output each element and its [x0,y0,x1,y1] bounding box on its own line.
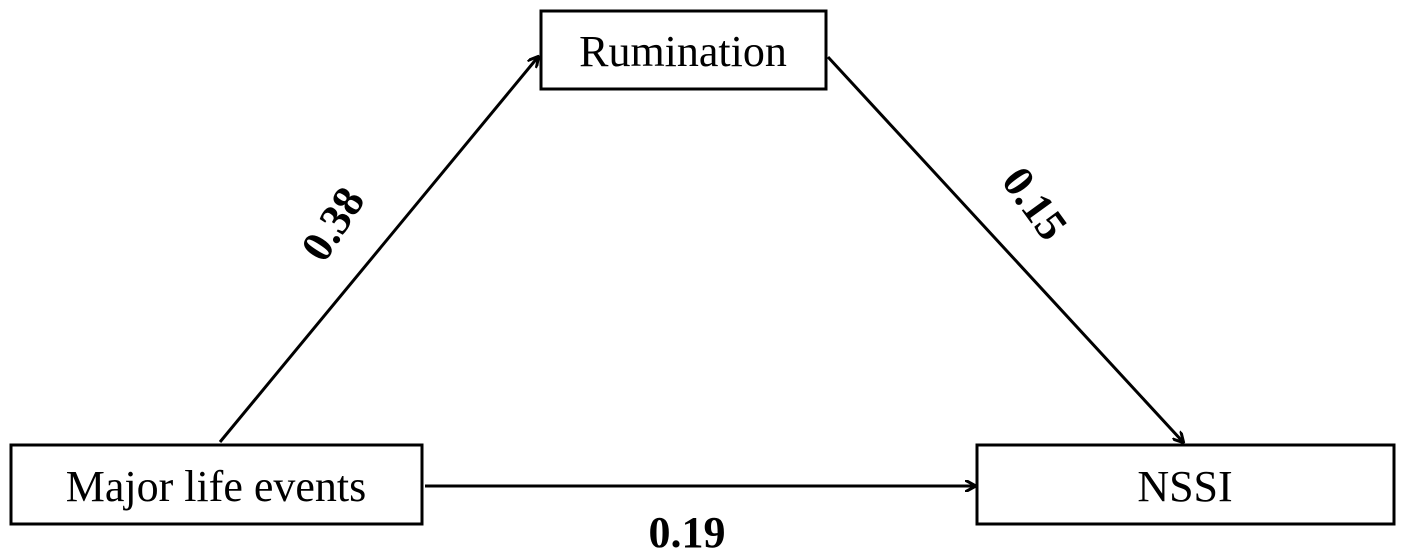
node-rumination-label: Rumination [579,27,787,76]
node-nssi-box [975,443,1396,526]
node-nssi: NSSI [975,443,1396,526]
node-major-life-events-label: Major life events [66,462,367,511]
arrow-mle-to-rumination [218,57,538,443]
node-major-life-events: Major life events [9,443,424,526]
arrow-rumination-to-nssi [826,55,1183,442]
node-nssi-label: NSSI [1137,462,1232,511]
node-rumination: Rumination [539,9,828,91]
node-rumination-box [539,9,828,91]
coef-rumination-to-nssi: 0.15 [992,158,1077,249]
node-major-life-events-box [9,443,424,526]
coef-mle-to-rumination: 0.38 [291,178,374,269]
coef-mle-to-nssi: 0.19 [649,508,726,557]
